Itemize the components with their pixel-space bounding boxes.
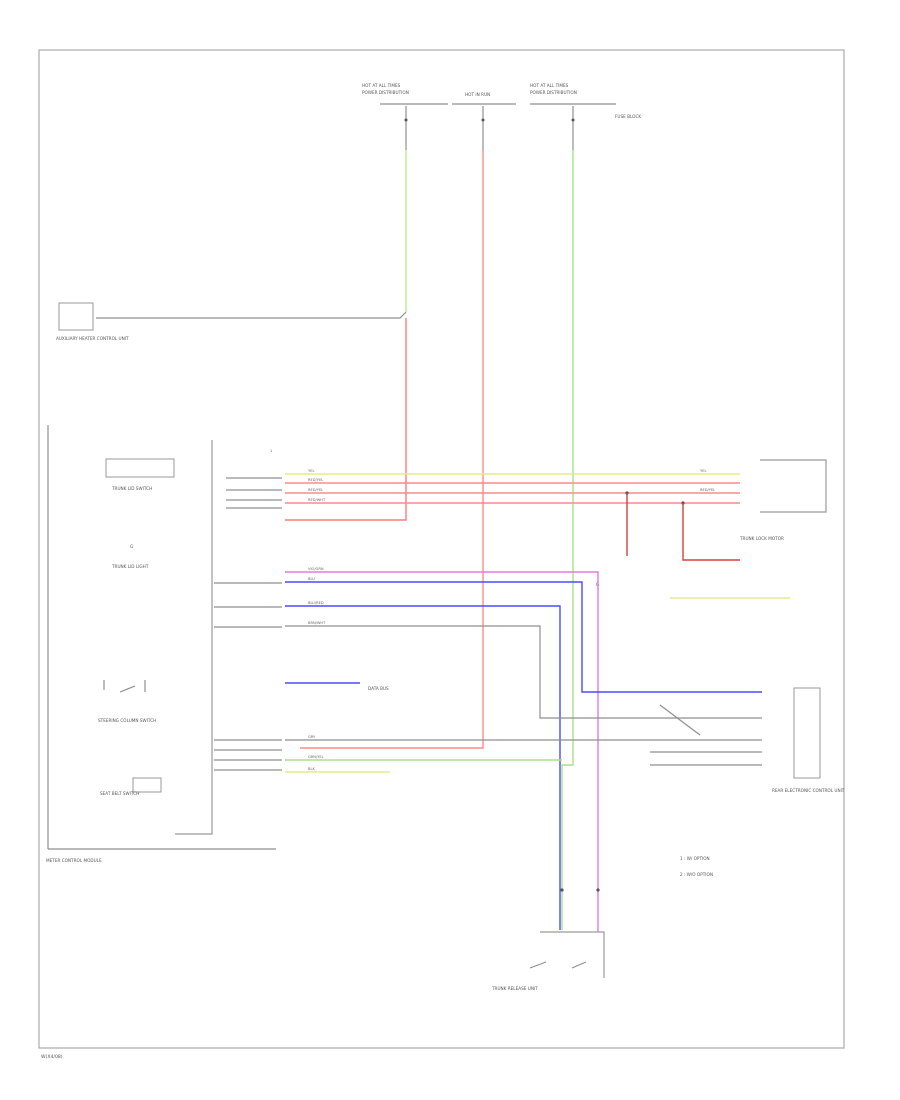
rear-control-unit-label: REAR ELECTRONIC CONTROL UNIT (772, 788, 845, 793)
bus-lines: YEL RED/YEL RED/YEL RED/WHT YEL RED/YEL (285, 469, 740, 504)
trunk-lock-motor-label: TRUNK LOCK MOTOR (739, 536, 784, 541)
power-header-middle: HOT IN RUN (465, 92, 490, 97)
svg-text:RED/WHT: RED/WHT (308, 498, 326, 502)
rear-control-connector (650, 687, 821, 779)
svg-text:GRN/YEL: GRN/YEL (308, 755, 324, 759)
svg-text:GRY: GRY (308, 735, 316, 739)
ground-label: G (130, 544, 133, 549)
bottom-unit-label: TRUNK RELEASE UNIT (491, 986, 538, 991)
power-header-right: HOT AT ALL TIMES POWER DISTRIBUTION (530, 83, 616, 105)
svg-text:YEL: YEL (308, 469, 314, 473)
mid-bus: VIO/GRN BLU BLU/RED BRN/WHT (214, 567, 762, 932)
bottom-unit-box (529, 888, 605, 978)
svg-text:RED/YEL: RED/YEL (308, 478, 323, 482)
svg-text:HOT AT ALL TIMES: HOT AT ALL TIMES (530, 83, 569, 88)
svg-text:RED/YEL: RED/YEL (308, 488, 323, 492)
fuse-stubs (404, 106, 575, 150)
seat-belt-switch-label: SEAT BELT SWITCH (100, 791, 139, 796)
wire-aux-heater (96, 311, 407, 319)
seat-belt-switch-box (132, 777, 162, 793)
steering-switch-symbol (103, 680, 146, 693)
wire-red-middle (300, 150, 484, 749)
wire-red-branch (682, 503, 740, 561)
rear-connector-top (760, 459, 827, 513)
svg-text:VIO/GRN: VIO/GRN (308, 567, 324, 571)
trunk-lid-switch-box (105, 458, 175, 478)
fuse-note: FUSE BLOCK (615, 114, 641, 119)
svg-text:BLU/RED: BLU/RED (308, 601, 324, 605)
note-2: 2 : W/O OPTION (680, 872, 713, 877)
wire-red-left (285, 318, 407, 521)
trunk-lid-switch-label: TRUNK LID SWITCH (111, 486, 152, 491)
footer-code: W(X4/08) (41, 1054, 63, 1060)
steering-switch-label: STEERING COLUMN SWITCH (98, 718, 156, 723)
svg-text:POWER DISTRIBUTION: POWER DISTRIBUTION (530, 90, 577, 95)
aux-heater-unit (58, 302, 94, 331)
note-1: 1 : W/ OPTION (680, 856, 710, 861)
trunk-lid-light-label: TRUNK LID LIGHT (111, 564, 149, 569)
wire-green-right (561, 150, 574, 930)
svg-text:YEL: YEL (700, 469, 706, 473)
svg-text:HOT IN RUN: HOT IN RUN (465, 92, 490, 97)
svg-text:POWER DISTRIBUTION: POWER DISTRIBUTION (362, 90, 409, 95)
diagram-frame (38, 49, 845, 1049)
meter-panel-frame (175, 440, 213, 835)
meter-panel-label: METER CONTROL MODULE (46, 858, 102, 863)
panel-connector: 1 (226, 449, 282, 509)
svg-text:BRN/WHT: BRN/WHT (308, 621, 326, 625)
svg-text:BLU: BLU (308, 577, 315, 581)
lower-bus: GRY GRN/YEL BLK (214, 735, 762, 773)
aux-heater-label: AUXILIARY HEATER CONTROL UNIT (56, 336, 129, 341)
svg-text:HOT AT ALL TIMES: HOT AT ALL TIMES (362, 83, 401, 88)
power-header-left: HOT AT ALL TIMES POWER DISTRIBUTION (362, 83, 516, 105)
svg-text:RED/YEL: RED/YEL (700, 488, 715, 492)
svg-text:1: 1 (270, 449, 272, 453)
data-bus-label: DATA BUS (368, 686, 389, 691)
svg-text:BLK: BLK (308, 767, 315, 771)
